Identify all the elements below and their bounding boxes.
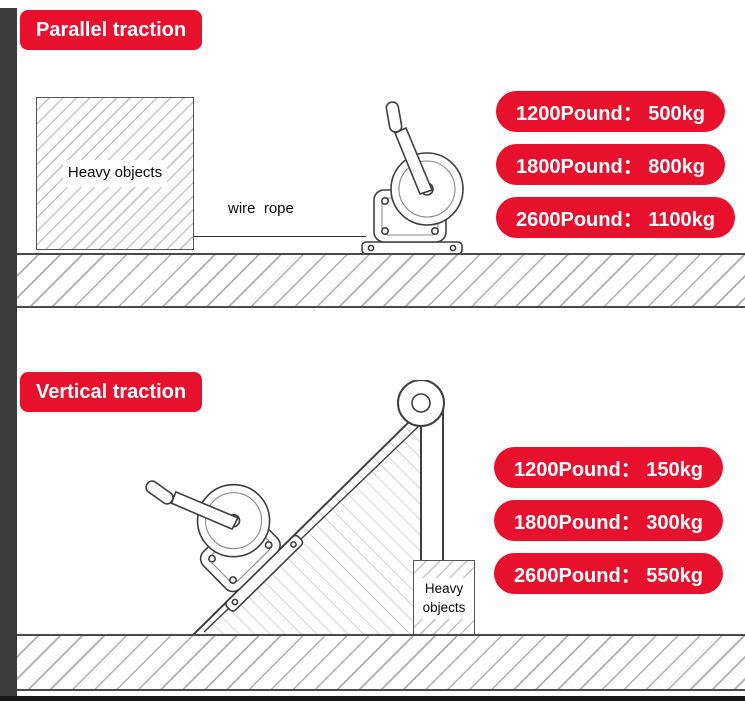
capacity-pill: 1200Pound： 150kg — [494, 447, 723, 488]
vertical-traction-title: Vertical traction — [20, 372, 203, 412]
heavy-objects-label: Heavy objects — [414, 578, 474, 619]
winch-illustration — [361, 101, 464, 255]
capacity-pill: 2600Pound： 1100kg — [496, 197, 735, 238]
capacity-pill: 1800Pound： 300kg — [494, 500, 723, 541]
heavy-objects-box-vertical: Heavy objects — [413, 560, 475, 637]
incline-winch-illustration — [145, 380, 445, 637]
wire-rope-label: wire rope — [228, 200, 294, 217]
bottom-edge-bar — [0, 696, 745, 701]
winch-on-incline — [145, 480, 304, 612]
capacity-pill: 2600Pound： 550kg — [494, 553, 723, 594]
ground-parallel — [17, 253, 745, 308]
winch-handle-grip — [145, 480, 174, 505]
capacity-pill: 1800Pound： 800kg — [496, 144, 725, 185]
winch-handle-arm — [170, 490, 239, 531]
parallel-traction-title: Parallel traction — [20, 10, 203, 50]
vertical-ratings-list: 1200Pound： 150kg 1800Pound： 300kg 2600Po… — [494, 447, 723, 594]
wire-rope-line — [194, 236, 366, 237]
parallel-ratings-list: 1200Pound： 500kg 1800Pound： 800kg 2600Po… — [496, 91, 735, 238]
heavy-objects-label: Heavy objects — [62, 160, 168, 187]
left-edge-bar — [0, 8, 17, 698]
ground-vertical — [17, 634, 745, 691]
pulley-hub — [411, 393, 431, 413]
heavy-objects-box-parallel: Heavy objects — [36, 97, 194, 250]
winch-handle-grip — [385, 101, 403, 133]
winch-handle-arm — [393, 126, 434, 195]
capacity-pill: 1200Pound： 500kg — [496, 91, 725, 132]
